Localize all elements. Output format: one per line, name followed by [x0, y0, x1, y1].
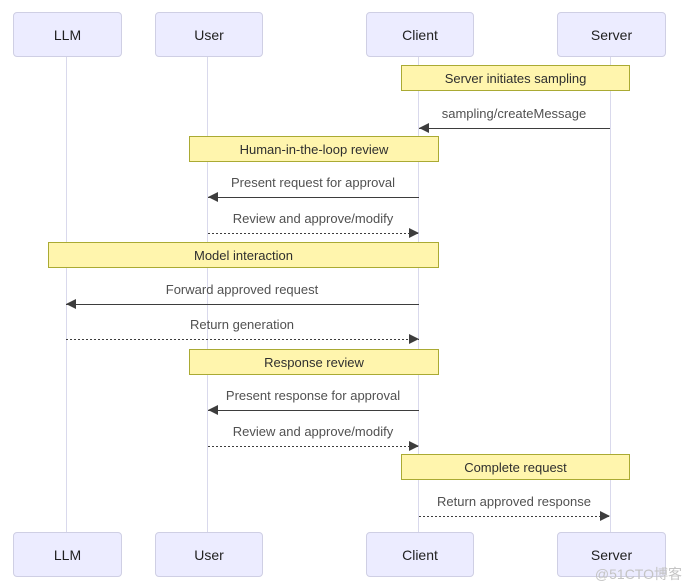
- note-response-review: Response review: [189, 349, 439, 375]
- arrowhead-right-icon: [409, 334, 419, 344]
- arrowhead-left-icon: [208, 405, 218, 415]
- actor-box-llm-top: LLM: [13, 12, 122, 57]
- actor-label-llm: LLM: [53, 546, 82, 563]
- lifeline-client: [418, 57, 419, 532]
- note-label: Human-in-the-loop review: [239, 141, 389, 157]
- arrowhead-left-icon: [419, 123, 429, 133]
- message-line: [419, 128, 610, 129]
- actor-box-user-top: User: [155, 12, 263, 57]
- actor-label-llm: LLM: [53, 26, 82, 43]
- message-label-review-and-approve-modify: Review and approve/modify: [232, 211, 394, 226]
- actor-label-user: User: [194, 26, 224, 43]
- message-label-sampling-createmessage: sampling/createMessage: [441, 106, 587, 121]
- arrowhead-left-icon: [66, 299, 76, 309]
- note-model-interaction: Model interaction: [48, 242, 439, 268]
- note-label: Server initiates sampling: [444, 70, 587, 86]
- note-label: Response review: [264, 354, 364, 370]
- message-line: [208, 410, 419, 411]
- actor-label-server: Server: [590, 546, 633, 563]
- actor-label-client: Client: [402, 546, 438, 563]
- message-line-dotted: [419, 516, 610, 517]
- actor-box-user-bottom: User: [155, 532, 263, 577]
- message-line-dotted: [208, 446, 419, 447]
- message-line-dotted: [66, 339, 419, 340]
- actor-box-client-bottom: Client: [366, 532, 474, 577]
- actor-label-client: Client: [402, 26, 438, 43]
- actor-box-server-bottom: Server: [557, 532, 666, 577]
- actor-box-client-top: Client: [366, 12, 474, 57]
- note-label: Complete request: [464, 459, 567, 475]
- message-label-review-and-approve-modify-2: Review and approve/modify: [232, 424, 394, 439]
- message-label-forward-approved-request: Forward approved request: [165, 282, 319, 297]
- actor-box-server-top: Server: [557, 12, 666, 57]
- message-label-present-request-for-approval: Present request for approval: [230, 175, 396, 190]
- arrowhead-right-icon: [600, 511, 610, 521]
- lifeline-user: [207, 57, 208, 532]
- note-human-in-the-loop-review: Human-in-the-loop review: [189, 136, 439, 162]
- message-label-return-generation: Return generation: [189, 317, 295, 332]
- actor-box-llm-bottom: LLM: [13, 532, 122, 577]
- message-line-dotted: [208, 233, 419, 234]
- arrowhead-right-icon: [409, 228, 419, 238]
- note-label: Model interaction: [194, 247, 293, 263]
- actor-label-server: Server: [590, 26, 633, 43]
- arrowhead-left-icon: [208, 192, 218, 202]
- arrowhead-right-icon: [409, 441, 419, 451]
- note-complete-request: Complete request: [401, 454, 630, 480]
- watermark-51cto: @51CTO博客: [594, 566, 682, 582]
- lifeline-llm: [66, 57, 67, 532]
- message-label-present-response-for-approval: Present response for approval: [225, 388, 401, 403]
- message-line: [208, 197, 419, 198]
- message-label-return-approved-response: Return approved response: [437, 494, 591, 509]
- lifeline-server: [610, 57, 611, 532]
- note-server-initiates-sampling: Server initiates sampling: [401, 65, 630, 91]
- actor-label-user: User: [194, 546, 224, 563]
- message-line: [66, 304, 419, 305]
